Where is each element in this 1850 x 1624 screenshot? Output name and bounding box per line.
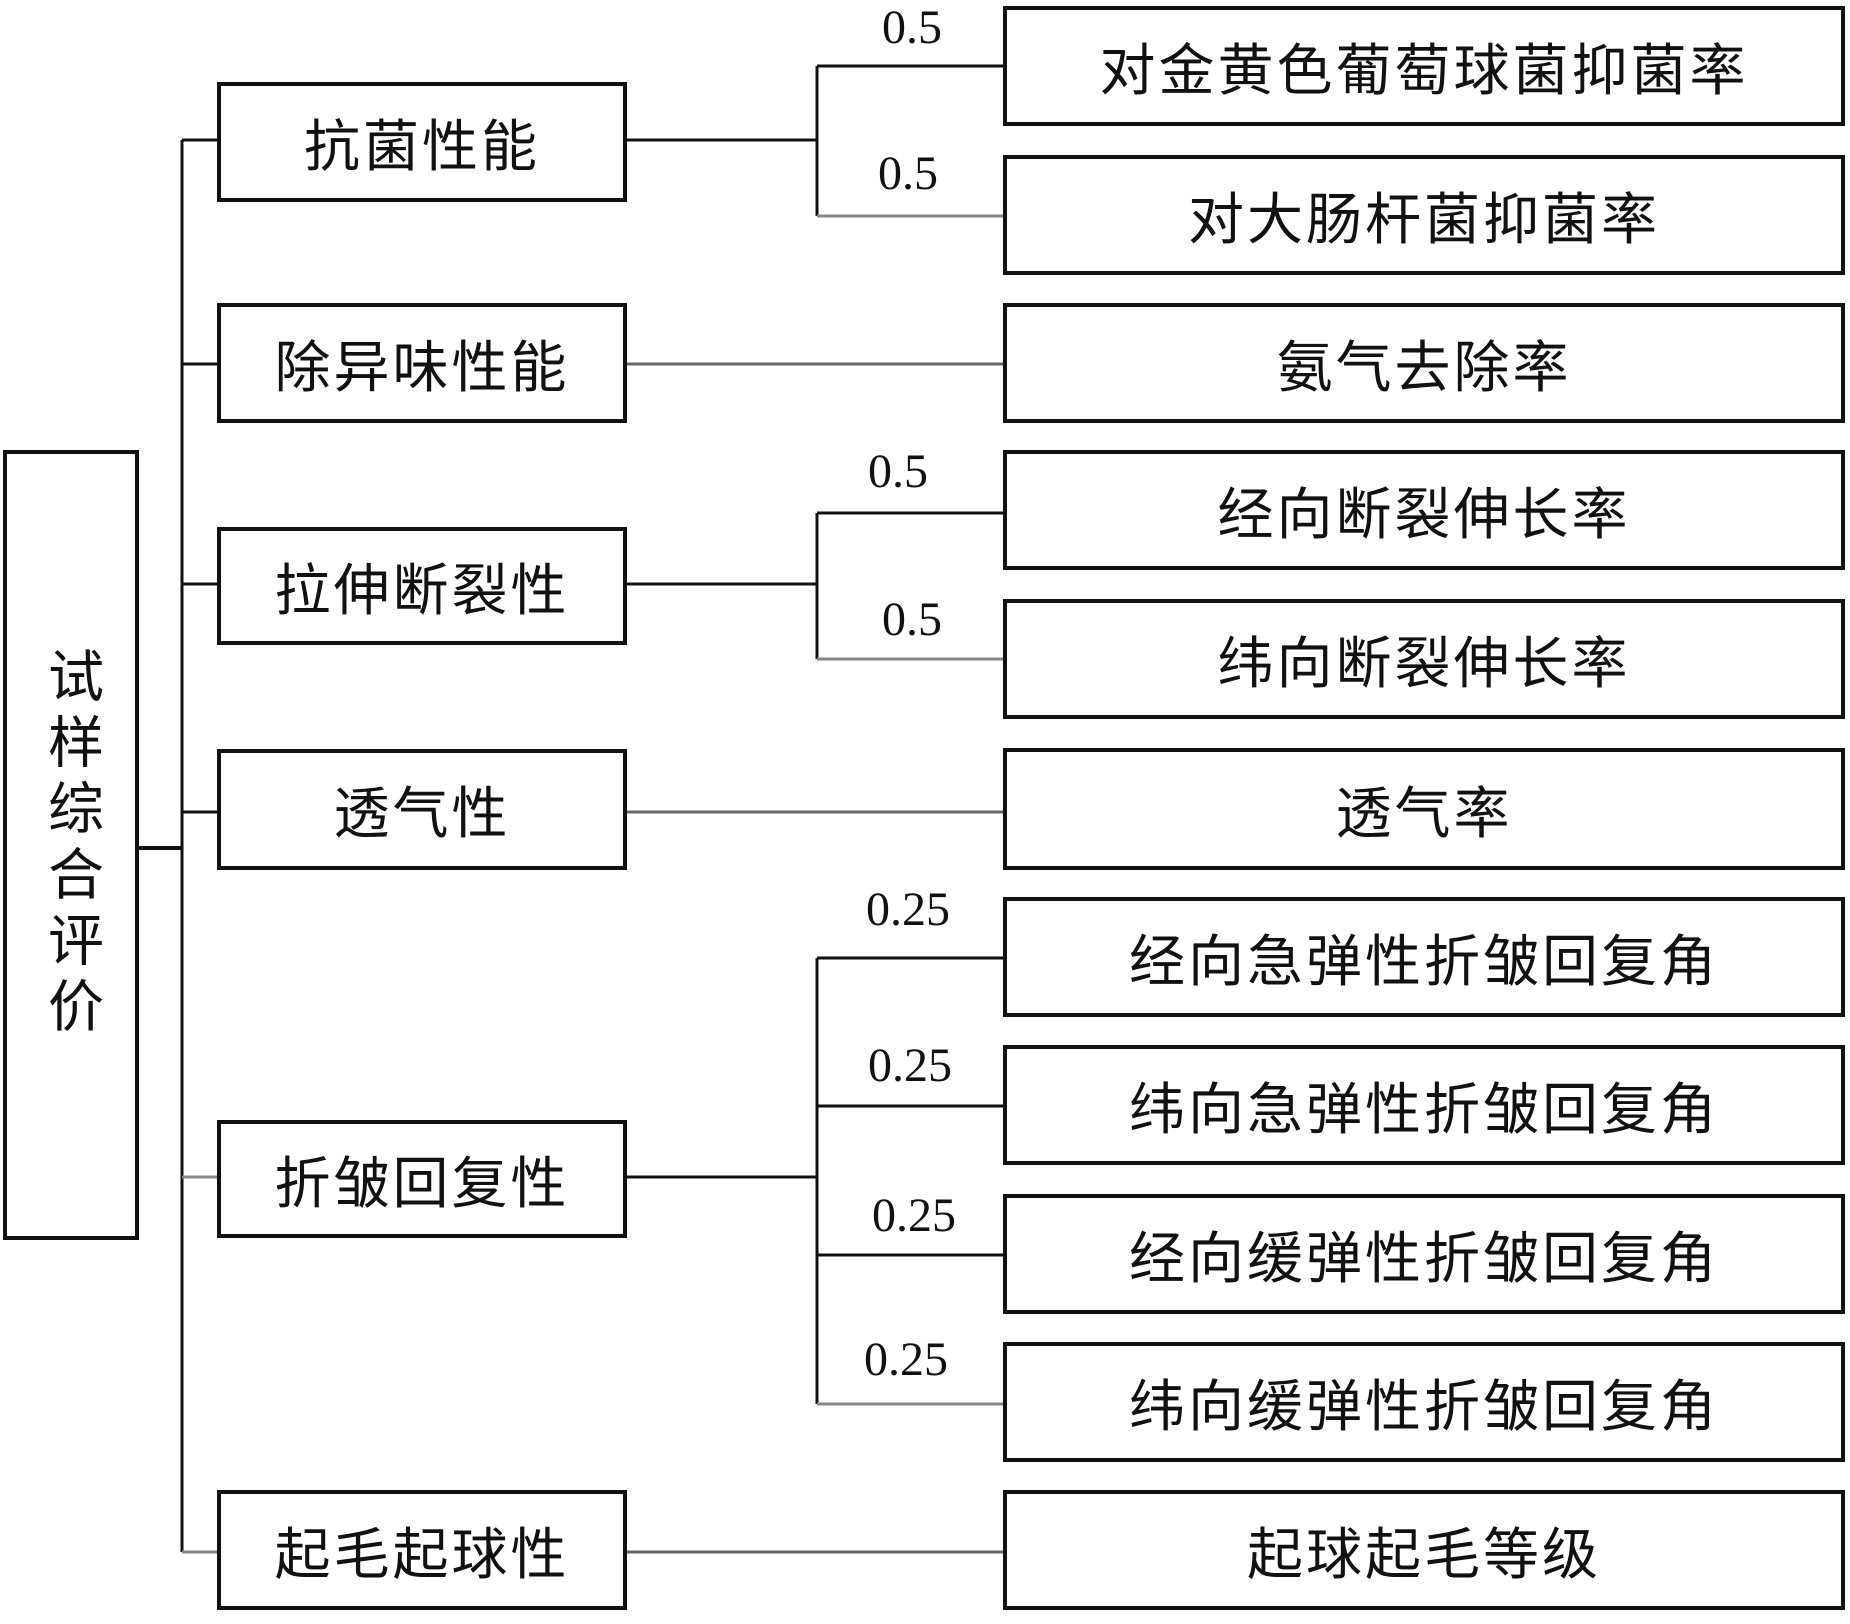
weight-weft-slow-crease: 0.25 <box>864 1333 948 1386</box>
indicator-warp-slow-crease: 经向缓弹性折皱回复角 <box>1003 1194 1845 1314</box>
weight-s-aureus: 0.5 <box>882 1 942 54</box>
weight-warp-slow-crease: 0.25 <box>872 1189 956 1242</box>
indicator-weft-slow-crease: 纬向缓弹性折皱回复角 <box>1003 1342 1845 1462</box>
weight-warp-elongation: 0.5 <box>868 445 928 498</box>
weight-e-coli: 0.5 <box>878 147 938 200</box>
criterion-antibacterial: 抗菌性能 <box>217 82 627 202</box>
indicator-weft-elongation: 纬向断裂伸长率 <box>1003 599 1845 719</box>
criterion-permeability: 透气性 <box>217 749 627 870</box>
weight-warp-quick-crease: 0.25 <box>866 883 950 936</box>
indicator-s-aureus-inhibition: 对金黄色葡萄球菌抑菌率 <box>1003 6 1845 126</box>
indicator-warp-quick-crease: 经向急弹性折皱回复角 <box>1003 897 1845 1017</box>
weight-weft-quick-crease: 0.25 <box>868 1039 952 1092</box>
indicator-air-permeability: 透气率 <box>1003 748 1845 870</box>
indicator-pilling-grade: 起球起毛等级 <box>1003 1490 1845 1610</box>
criterion-crease-recovery: 折皱回复性 <box>217 1120 627 1238</box>
indicator-e-coli-inhibition: 对大肠杆菌抑菌率 <box>1003 155 1845 275</box>
indicator-weft-quick-crease: 纬向急弹性折皱回复角 <box>1003 1045 1845 1165</box>
indicator-ammonia-removal: 氨气去除率 <box>1003 303 1845 423</box>
criterion-pilling: 起毛起球性 <box>217 1490 627 1610</box>
criterion-tensile: 拉伸断裂性 <box>217 527 627 645</box>
criterion-deodorizing: 除异味性能 <box>217 303 627 423</box>
indicator-warp-elongation: 经向断裂伸长率 <box>1003 450 1845 570</box>
root-node: 试样综合评价 <box>3 450 139 1240</box>
weight-weft-elongation: 0.5 <box>882 593 942 646</box>
